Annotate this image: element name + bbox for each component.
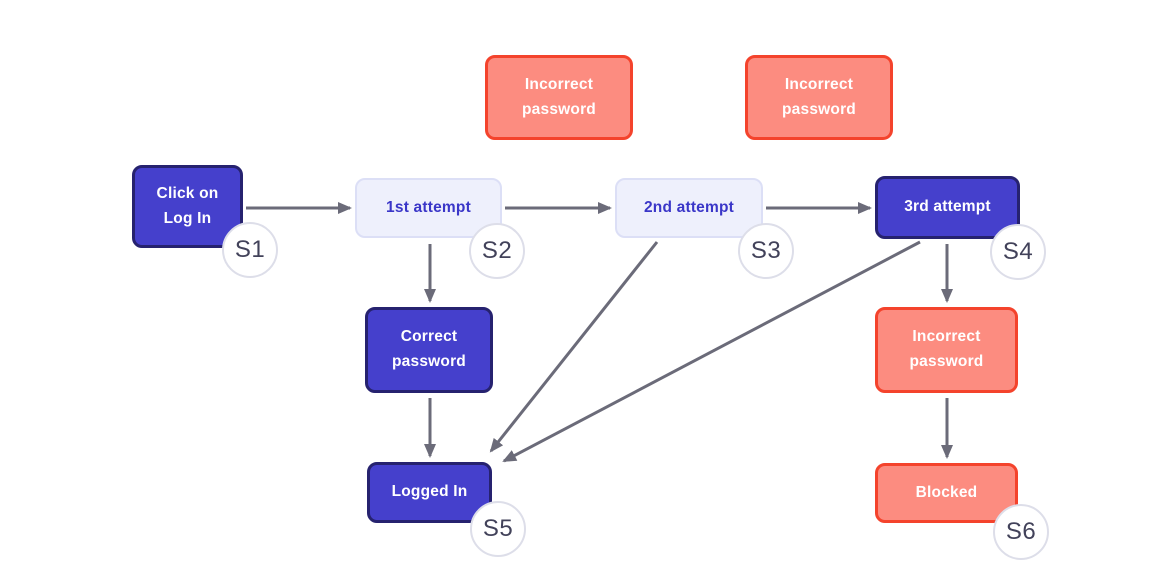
- node-correct-password: Correct password: [365, 307, 493, 393]
- node-incorrect-password-right: Incorrect password: [875, 307, 1018, 393]
- state-badge-s2: S2: [469, 223, 525, 279]
- node-logged-in: Logged In: [367, 462, 492, 523]
- arrow-third-to-logged: [502, 240, 921, 463]
- node-first-attempt: 1st attempt: [355, 178, 502, 238]
- state-badge-s5: S5: [470, 501, 526, 557]
- node-incorrect-password-label-2: Incorrect password: [745, 55, 893, 140]
- node-second-attempt: 2nd attempt: [615, 178, 763, 238]
- node-blocked: Blocked: [875, 463, 1018, 523]
- state-badge-s3: S3: [738, 223, 794, 279]
- node-third-attempt: 3rd attempt: [875, 176, 1020, 239]
- node-click-login: Click on Log In: [132, 165, 243, 248]
- state-badge-s4: S4: [990, 224, 1046, 280]
- state-badge-s6: S6: [993, 504, 1049, 560]
- state-badge-s1: S1: [222, 222, 278, 278]
- node-incorrect-password-label-1: Incorrect password: [485, 55, 633, 140]
- arrow-second-to-logged: [489, 241, 659, 453]
